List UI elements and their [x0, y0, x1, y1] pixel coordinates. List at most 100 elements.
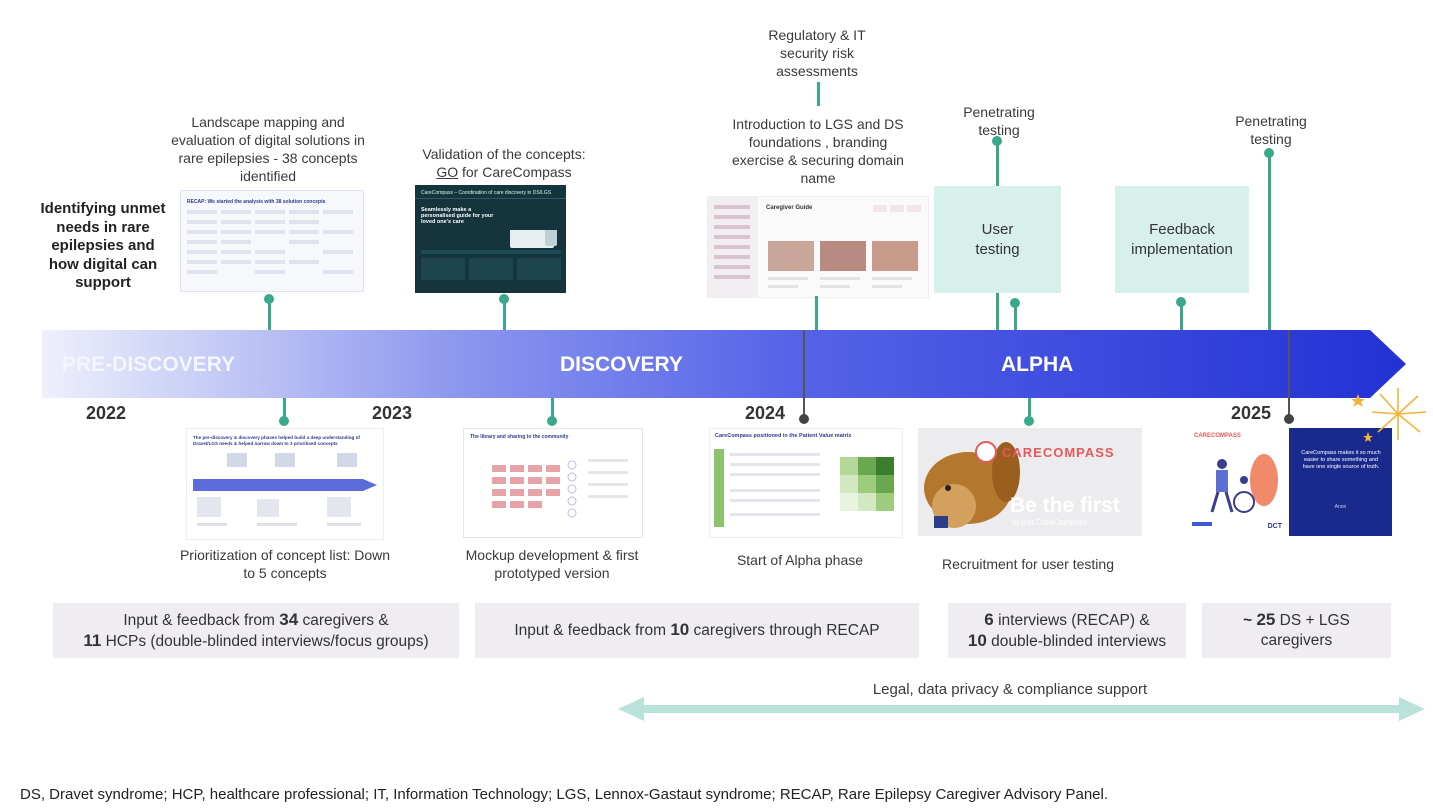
- box1-number-2: 11: [83, 630, 102, 650]
- connector-dot: [279, 416, 289, 426]
- validation-label: Validation of the concepts: GO for CareC…: [400, 145, 608, 181]
- year-2024: 2024: [745, 403, 786, 423]
- mockup-slide-thumbnail: The library and sharing to the community: [463, 428, 643, 538]
- app-screenshot-graphic: [708, 197, 921, 297]
- year-2025: 2025: [1231, 403, 1272, 423]
- box4-text-c: caregivers: [1260, 632, 1333, 649]
- box1-text: Input & feedback from 34 caregivers & 11…: [83, 610, 428, 652]
- quote-text: CareCompass makes it so much easier to s…: [1301, 450, 1381, 470]
- input-feedback-box-2: Input & feedback from 10 caregivers thro…: [475, 603, 919, 658]
- phase-marker-dot: [799, 414, 809, 424]
- phase-alpha: ALPHA: [1001, 353, 1074, 376]
- validation-slide-thumbnail: CareCompass – Coordination of care disco…: [415, 185, 566, 293]
- connector: [817, 82, 820, 106]
- mockup-label: Mockup development & first prototyped ve…: [465, 547, 639, 581]
- box1-number-1: 34: [279, 609, 299, 629]
- input-feedback-box-4: ~ 25 DS + LGS caregivers: [1202, 603, 1391, 658]
- connector-dot: [1024, 416, 1034, 426]
- caregiver-guide-thumbnail: Caregiver Guide: [707, 196, 929, 298]
- box3-text-a: interviews (RECAP) &: [993, 611, 1150, 629]
- box2-text-a: Input & feedback from: [514, 622, 671, 639]
- slide-subtitle: Seamlessly make a personalised guide for…: [421, 207, 494, 225]
- box1-text-a: Input & feedback from: [123, 611, 280, 629]
- be-first-subline: to test CareCompass: [1012, 518, 1088, 527]
- box3-text-b: double-blinded interviews: [986, 632, 1167, 650]
- connector: [551, 398, 554, 420]
- box4-number: 25: [1256, 610, 1276, 629]
- connector-dot: [499, 294, 509, 304]
- phase-marker-line: [1288, 330, 1290, 418]
- validation-rest: for CareCompass: [458, 164, 572, 180]
- illustration-thumbnail: CARECOMPASS DCT: [1188, 428, 1288, 536]
- box1-text-c: HCPs (double-blinded interviews/focus gr…: [101, 632, 429, 650]
- value-matrix-thumbnail: CareCompass positioned in the Patient Va…: [709, 428, 903, 538]
- box4-text-a: ~: [1243, 612, 1257, 629]
- slide-graphic: [492, 459, 628, 518]
- connector-dot: [1010, 298, 1020, 308]
- user-testing-box: User testing: [934, 186, 1061, 293]
- validation-line: Validation of the concepts:: [422, 146, 586, 162]
- connector-dot: [264, 294, 274, 304]
- connector-dot: [1264, 148, 1274, 158]
- footnote: DS, Dravet syndrome; HCP, healthcare pro…: [20, 786, 1109, 803]
- dct-logo: DCT: [1267, 523, 1282, 530]
- box1-text-b: caregivers &: [298, 611, 389, 629]
- box3-number-1: 6: [984, 609, 994, 629]
- connector: [268, 298, 271, 330]
- slide-table-graphic: [187, 210, 353, 274]
- connector: [996, 140, 999, 186]
- slide-graphic: [193, 453, 377, 526]
- box2-text-b: caregivers through RECAP: [689, 622, 880, 639]
- slide-title: The pre-discovery & discovery phases hel…: [193, 435, 360, 446]
- input-feedback-box-1: Input & feedback from 34 caregivers & 11…: [53, 603, 459, 658]
- regulatory-label: Regulatory & IT security risk assessment…: [768, 27, 866, 79]
- quote-card-thumbnail: CareCompass makes it so much easier to s…: [1289, 428, 1392, 536]
- people-illustration: [1192, 454, 1278, 526]
- phase-marker-dot: [1284, 414, 1294, 424]
- connector-dot: [547, 416, 557, 426]
- box3-text: 6 interviews (RECAP) & 10 double-blinded…: [968, 610, 1166, 652]
- connector: [815, 296, 818, 330]
- box2-number: 10: [670, 620, 690, 639]
- box2-text: Input & feedback from 10 caregivers thro…: [514, 620, 879, 641]
- fireworks-icon: [1351, 388, 1427, 442]
- dog-graphic: [918, 428, 1020, 536]
- prioritization-slide-thumbnail: The pre-discovery & discovery phases hel…: [186, 428, 384, 540]
- brand-logo-small: CARECOMPASS: [1194, 433, 1241, 439]
- be-first-headline: Be the first: [1010, 494, 1120, 517]
- phase-discovery: DISCOVERY: [560, 353, 683, 376]
- phase-marker-line: [803, 330, 805, 418]
- phase-pre-discovery: PRE-DISCOVERY: [62, 353, 236, 376]
- connector: [1268, 152, 1271, 330]
- feedback-implementation-box: Feedback implementation: [1115, 186, 1249, 293]
- start-alpha-label: Start of Alpha phase: [736, 552, 864, 568]
- introduction-label: Introduction to LGS and DS foundations ,…: [732, 116, 904, 186]
- landscape-label: Landscape mapping and evaluation of digi…: [171, 114, 365, 184]
- box4-text: ~ 25 DS + LGS caregivers: [1243, 610, 1350, 651]
- connector: [503, 298, 506, 330]
- connector: [1028, 398, 1031, 420]
- box3-number-2: 10: [967, 630, 987, 650]
- year-2022: 2022: [86, 403, 127, 423]
- matrix-graphic: [714, 449, 894, 527]
- recruitment-label: Recruitment for user testing: [942, 556, 1114, 572]
- connector-dot: [992, 136, 1002, 146]
- year-2023: 2023: [372, 403, 413, 423]
- intro-title: Identifying unmet needs in rare epilepsi…: [40, 200, 166, 291]
- connector: [1180, 303, 1183, 330]
- slide-title: CareCompass positioned in the Patient Va…: [715, 433, 852, 439]
- slide-title: RECAP: We started the analysis with 38 s…: [187, 199, 326, 205]
- penetrating-testing-2-label: Penetrating testing: [1235, 113, 1307, 147]
- prioritization-label: Prioritization of concept list: Down to …: [179, 547, 391, 581]
- connector: [283, 398, 286, 420]
- validation-go: GO: [436, 164, 459, 180]
- connector: [996, 293, 999, 330]
- slide-title: The library and sharing to the community: [470, 434, 569, 440]
- slide-graphic: [421, 230, 561, 280]
- recruitment-banner-thumbnail: CARECOMPASS Be the first to test CareCom…: [918, 428, 1142, 536]
- landscape-slide-thumbnail: RECAP: We started the analysis with 38 s…: [180, 190, 364, 292]
- box4-text-b: DS + LGS: [1275, 612, 1350, 629]
- legal-support-label: Legal, data privacy & compliance support: [872, 681, 1148, 698]
- connector: [1014, 304, 1017, 330]
